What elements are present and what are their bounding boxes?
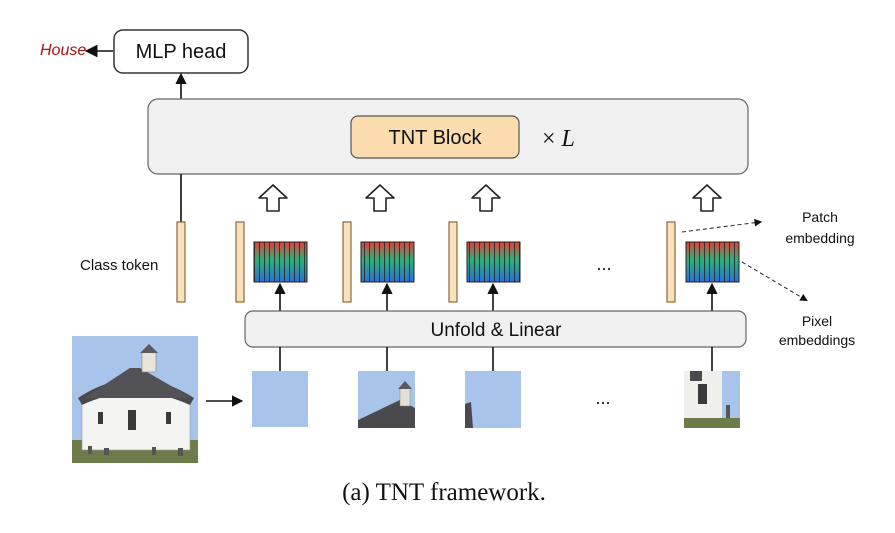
patch-to-unfold-lines: [279, 347, 713, 371]
pixel-embedding-block-3: [466, 241, 521, 283]
hollow-up-arrow-1: [258, 184, 288, 212]
image-patch-1: [252, 371, 308, 427]
patch-ellipsis: ...: [595, 388, 610, 408]
hollow-up-arrow-4: [692, 184, 722, 212]
image-patch-3: [465, 371, 521, 428]
pixel-embedding-block-4: [685, 241, 740, 283]
tnt-block-label: TNT Block: [389, 127, 483, 149]
patch-embedding-bar-2: [342, 221, 352, 303]
figure-caption: (a) TNT framework.: [342, 479, 546, 506]
patch-embedding-label-line1: Patch: [802, 209, 838, 225]
patch-embedding-pointer: [681, 218, 763, 233]
class-token-label: Class token: [80, 257, 158, 274]
class-token-bar: [176, 221, 186, 303]
input-image: [72, 336, 198, 463]
image-patch-4: [684, 371, 740, 428]
mlp-head-label: MLP head: [136, 41, 227, 63]
pixel-embedding-block-1: [253, 241, 308, 283]
hollow-up-arrows: [258, 184, 722, 212]
image-patch-2: [358, 371, 415, 428]
patch-embedding-label-line2: embedding: [785, 230, 854, 246]
unfold-linear-box: [244, 310, 747, 348]
patch-embedding-bar-1: [235, 221, 245, 303]
pixel-embeddings-label-line2: embeddings: [779, 332, 855, 348]
patch-embedding-bar-4: [666, 221, 676, 303]
unfold-to-pixel-arrows: [274, 282, 718, 311]
patch-embedding-bar-3: [448, 221, 458, 303]
output-label: House: [40, 42, 86, 59]
hollow-up-arrow-3: [471, 184, 501, 212]
token-ellipsis: ...: [596, 254, 611, 274]
hollow-up-arrow-2: [365, 184, 395, 212]
pixel-embeddings-pointer: [741, 261, 808, 302]
unfold-linear-label: Unfold & Linear: [431, 320, 563, 341]
pixel-embeddings-label-line1: Pixel: [802, 313, 832, 329]
pixel-embedding-block-2: [360, 241, 415, 283]
tnt-block-box: [350, 115, 520, 159]
repeat-times: ×L: [542, 126, 575, 152]
